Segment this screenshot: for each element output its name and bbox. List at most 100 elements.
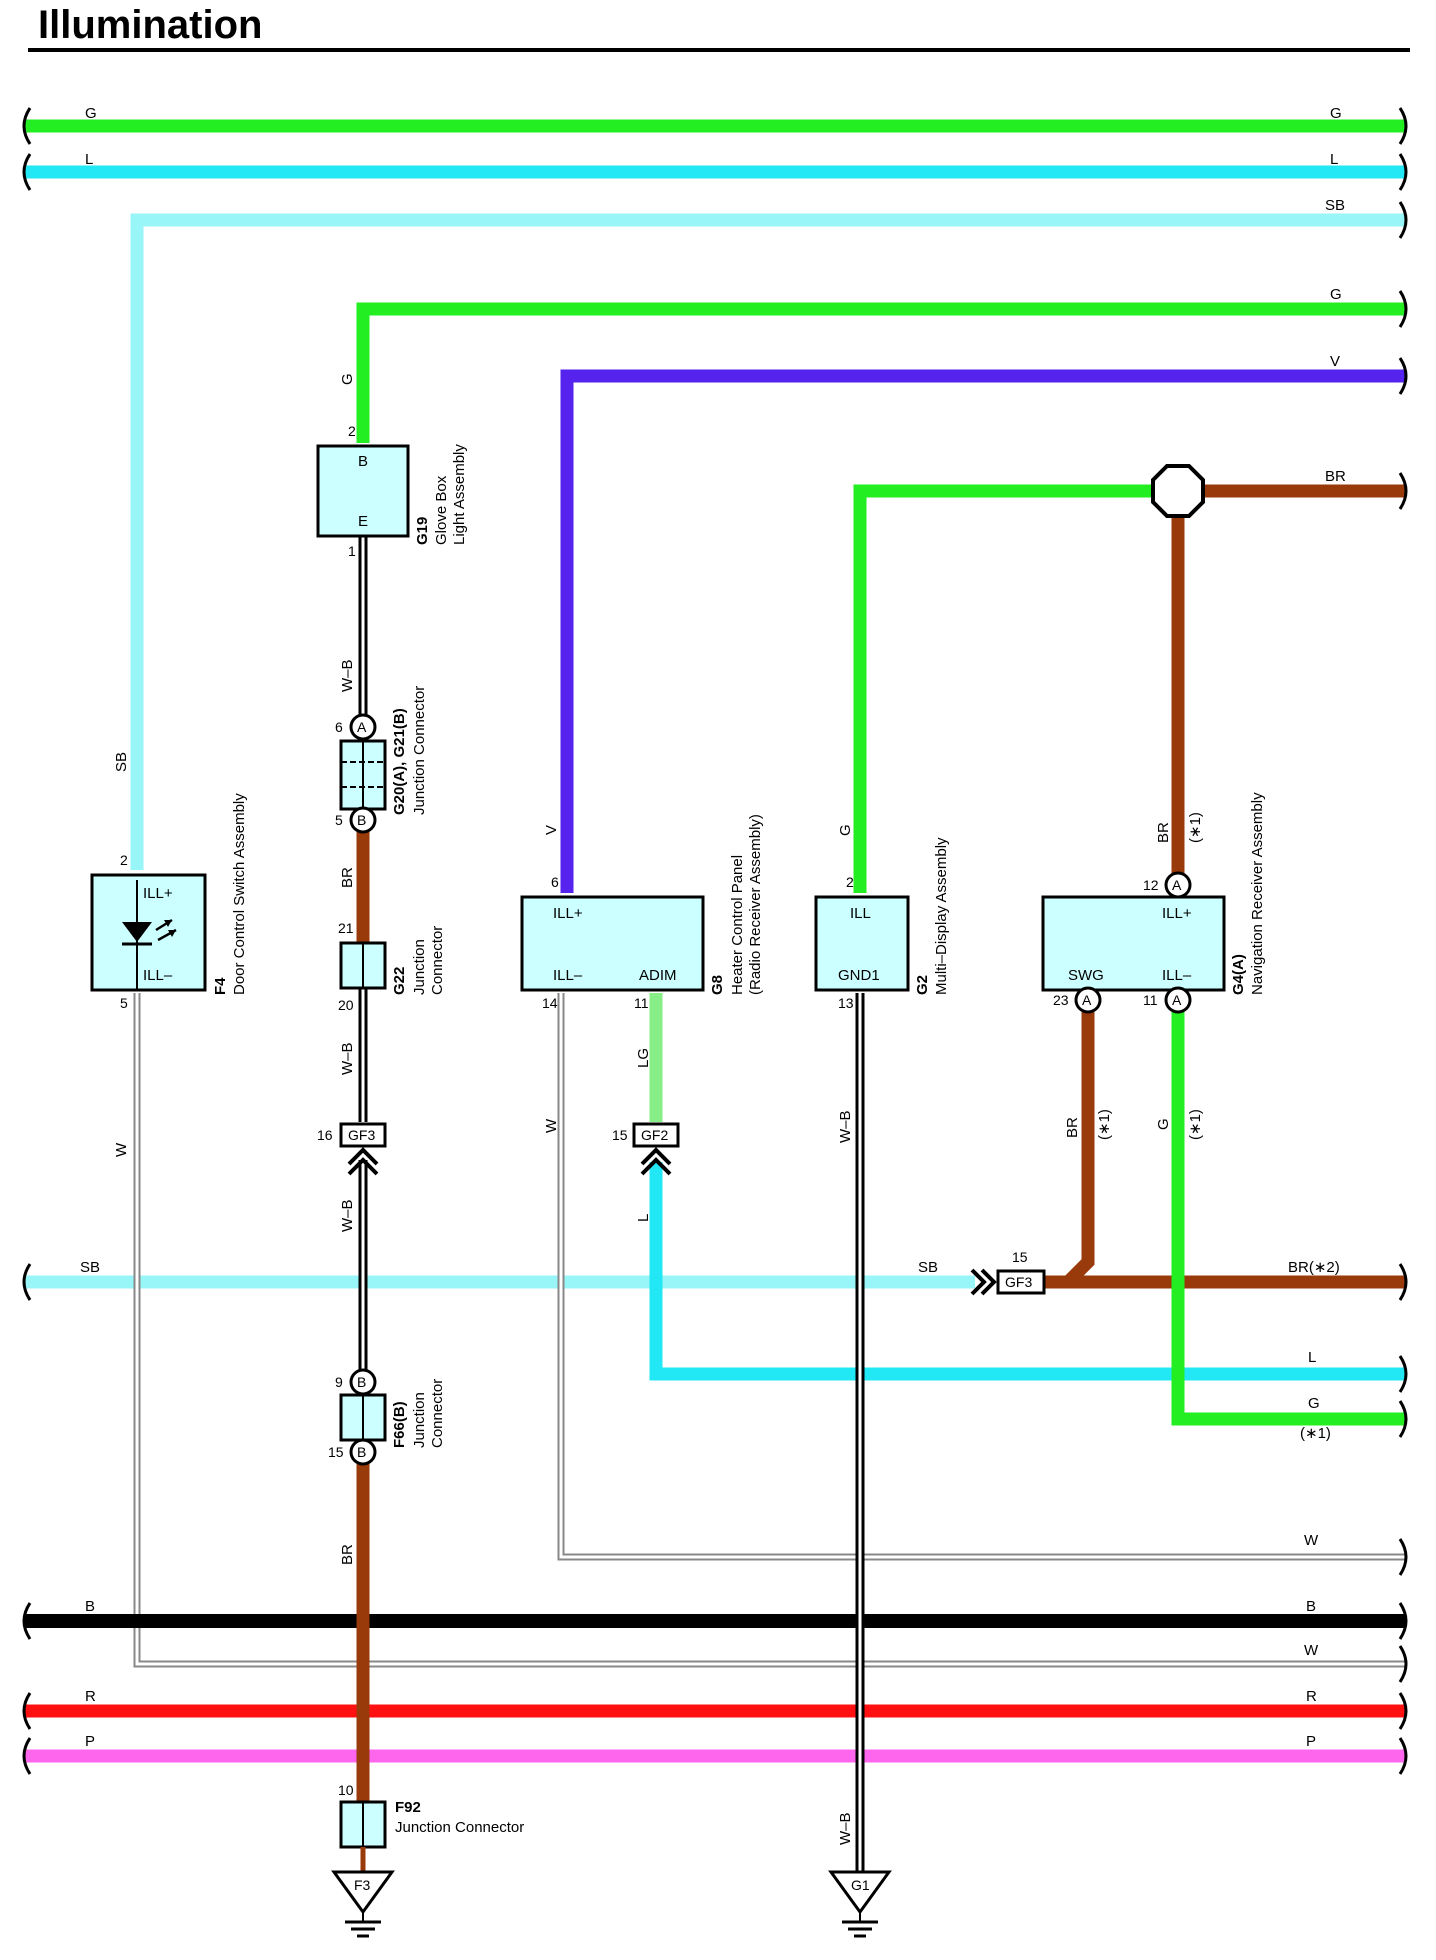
wire-w-g8 <box>557 993 1405 1561</box>
pin-number: 2 <box>120 852 128 868</box>
terminal-label: GND1 <box>838 967 880 984</box>
connector-letter: A <box>1082 992 1092 1008</box>
terminal-label: ILL+ <box>143 885 173 902</box>
wire-label: W–B <box>339 1199 356 1232</box>
wire-sb-top <box>130 213 1405 870</box>
terminal-label: ILL <box>850 905 871 922</box>
connector-label: GF2 <box>641 1127 668 1143</box>
wire-l-low <box>649 1162 1405 1381</box>
pin-number: 16 <box>317 1127 333 1143</box>
component-name: Connector <box>429 1379 446 1448</box>
component-name: Junction <box>411 1392 428 1448</box>
wire-label: (∗1) <box>1096 1109 1113 1140</box>
terminal-label: ILL+ <box>1162 905 1192 922</box>
pin-number: 6 <box>551 874 559 890</box>
wire-label: L <box>1330 151 1338 168</box>
connector-letter: B <box>357 812 366 828</box>
component-code: G4(A) <box>1230 954 1247 995</box>
wire-v <box>560 369 1405 893</box>
wire-label: G <box>1155 1118 1172 1130</box>
pin-number: 15 <box>612 1127 628 1143</box>
wire-label: BR(∗2) <box>1288 1259 1340 1276</box>
component-name: Junction Connector <box>411 686 428 815</box>
wire-label: W <box>1304 1642 1319 1659</box>
component-f92: 10 F92 Junction Connector <box>338 1782 524 1872</box>
component-g22: 21 20 G22 Junction Connector <box>338 920 446 1013</box>
terminal-label: SWG <box>1068 967 1104 984</box>
wire-label: W–B <box>837 1110 854 1143</box>
connector-arrow-icon <box>980 1268 997 1296</box>
terminal-label: E <box>358 513 368 530</box>
ground-f3: F3 <box>331 1870 395 1938</box>
pin-number: 15 <box>1012 1249 1028 1265</box>
connector-letter: B <box>357 1374 366 1390</box>
splice-point <box>1151 464 1205 518</box>
terminal-label: ILL+ <box>553 905 583 922</box>
wire-br-mid <box>1052 1007 1405 1289</box>
terminal-label: ADIM <box>639 967 677 984</box>
led-icon <box>122 880 177 990</box>
component-f4: 2 5 ILL+ ILL– F4 Door Control Switch Ass… <box>90 793 248 1011</box>
wire-label: W–B <box>339 1042 356 1075</box>
wire-labels: G G L L SB G V BR SB G W–B BR W–B W–B BR… <box>80 105 1346 1845</box>
wire-label: BR <box>339 867 356 888</box>
wire-w-f4 <box>133 993 1405 1668</box>
ground-g1: G1 <box>828 1870 892 1938</box>
component-name: Light Assembly <box>451 444 468 545</box>
wire-label: P <box>85 1733 95 1750</box>
component-name: Heater Control Panel <box>729 855 746 995</box>
pin-number: 21 <box>338 920 354 936</box>
wire-label: R <box>1306 1688 1317 1705</box>
terminal-label: ILL– <box>553 967 583 984</box>
component-code: F4 <box>212 977 229 995</box>
wire-g-g2 <box>853 484 1155 893</box>
component-code: G22 <box>391 967 408 995</box>
component-g4: A A A 12 23 11 ILL+ SWG ILL– G4(A) Navig… <box>1041 792 1266 1014</box>
connector-gf2: GF2 15 <box>612 1122 680 1176</box>
wire-label: (∗1) <box>1300 1425 1331 1442</box>
terminal-label: ILL– <box>143 967 173 984</box>
connector-gf3-left: GF3 16 <box>317 1122 387 1176</box>
connector-arrow-icon <box>640 1147 672 1166</box>
wire-label: W–B <box>339 659 356 692</box>
component-g19: 2 1 B E G19 Glove Box Light Assembly <box>316 423 468 559</box>
ground-label: G1 <box>851 1877 870 1893</box>
component-code: G2 <box>914 975 931 995</box>
component-code: G19 <box>414 517 431 545</box>
wire-label: W <box>543 1118 560 1133</box>
wire-label: LG <box>635 1048 652 1068</box>
component-name: Glove Box <box>433 475 450 545</box>
wire-label: V <box>543 825 560 835</box>
wire-g-low <box>1171 1007 1405 1426</box>
wire-label: L <box>635 1214 652 1222</box>
component-g8: 6 14 11 ILL+ ILL– ADIM G8 Heater Control… <box>520 814 764 1011</box>
wire-label: BR <box>1325 468 1346 485</box>
connector-letter: B <box>357 1444 366 1460</box>
connector-gf3-right: GF3 15 <box>970 1249 1046 1296</box>
component-g2: 2 13 ILL GND1 G2 Multi–Display Assembly <box>814 837 950 1011</box>
wire-label: SB <box>918 1259 938 1276</box>
pin-number: 11 <box>1143 992 1158 1008</box>
pin-number: 14 <box>542 995 558 1011</box>
wire-label: W–B <box>837 1812 854 1845</box>
pin-number: 2 <box>348 423 356 439</box>
connector-label: GF3 <box>1005 1274 1032 1290</box>
component-f66: B B 9 15 F66(B) Junction Connector <box>328 1368 446 1466</box>
wire-label: B <box>85 1598 95 1615</box>
terminal-label: ILL– <box>1162 967 1192 984</box>
component-name: (Radio Receiver Assembly) <box>747 814 764 995</box>
pin-number: 10 <box>338 1782 354 1798</box>
wire-label: L <box>1308 1349 1316 1366</box>
component-name: Door Control Switch Assembly <box>231 793 248 995</box>
wire-label: SB <box>1325 197 1345 214</box>
ground-label: F3 <box>354 1877 371 1893</box>
component-name: Navigation Receiver Assembly <box>1249 792 1266 995</box>
pin-number: 13 <box>838 995 854 1011</box>
wire-label: SB <box>113 752 130 772</box>
wire-label: B <box>1306 1598 1316 1615</box>
pin-number: 1 <box>348 543 356 559</box>
wire-label: W <box>1304 1532 1319 1549</box>
wire-label: P <box>1306 1733 1316 1750</box>
wire-label: BR <box>339 1544 356 1565</box>
